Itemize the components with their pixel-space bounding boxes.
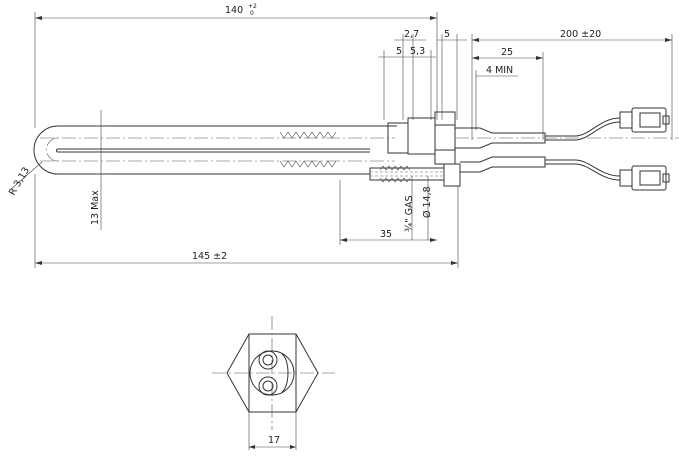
- cable-outlets: [455, 127, 679, 173]
- radius-label: R 3,13: [7, 165, 32, 197]
- max-diameter-label: 13 Max: [90, 190, 101, 225]
- dimension-2-7: 2,7: [394, 29, 426, 120]
- terminal-lower: [619, 165, 670, 191]
- dim-25-label: 25: [501, 47, 513, 58]
- dimension-25: 25: [472, 47, 544, 140]
- threaded-fitting: [369, 111, 461, 187]
- dim-145-label: 145 ±2: [192, 251, 227, 262]
- terminal-upper: [619, 107, 670, 133]
- dimension-5-right: 5: [437, 29, 467, 120]
- dimension-4-min: 4 MIN: [475, 65, 518, 130]
- heating-element-body: [9, 110, 397, 230]
- dim-5-left-label: 5: [396, 46, 402, 57]
- dimension-145: 145 ±2: [34, 174, 459, 268]
- dimension-140: 140 +2 0: [34, 3, 438, 128]
- dim-140-tol-upper: +2: [248, 3, 257, 10]
- dim-5-right-label: 5: [444, 29, 450, 40]
- dim-35-label: 35: [380, 229, 392, 240]
- hex-end-view: 17: [212, 316, 335, 450]
- hex-width-label: 17: [268, 435, 280, 446]
- dim-200-label: 200 ±20: [560, 29, 601, 40]
- dim-2-7-label: 2,7: [404, 29, 419, 40]
- dim-140-label: 140: [225, 5, 243, 16]
- thread-dimensions: [411, 176, 429, 240]
- lead-wires: [545, 117, 621, 181]
- thread-label: ¾" GAS: [404, 196, 415, 233]
- dimension-200: 200 ±20: [471, 29, 673, 140]
- dimension-5-and-5-3: 5 5,3: [378, 46, 436, 120]
- dim-5-3-label: 5,3: [410, 46, 425, 57]
- dimension-35: 35: [339, 180, 437, 245]
- dim-4-min-label: 4 MIN: [486, 65, 513, 76]
- diameter-14-8-label: Ø 14,8: [422, 186, 433, 218]
- dim-140-tol-lower: 0: [250, 10, 254, 17]
